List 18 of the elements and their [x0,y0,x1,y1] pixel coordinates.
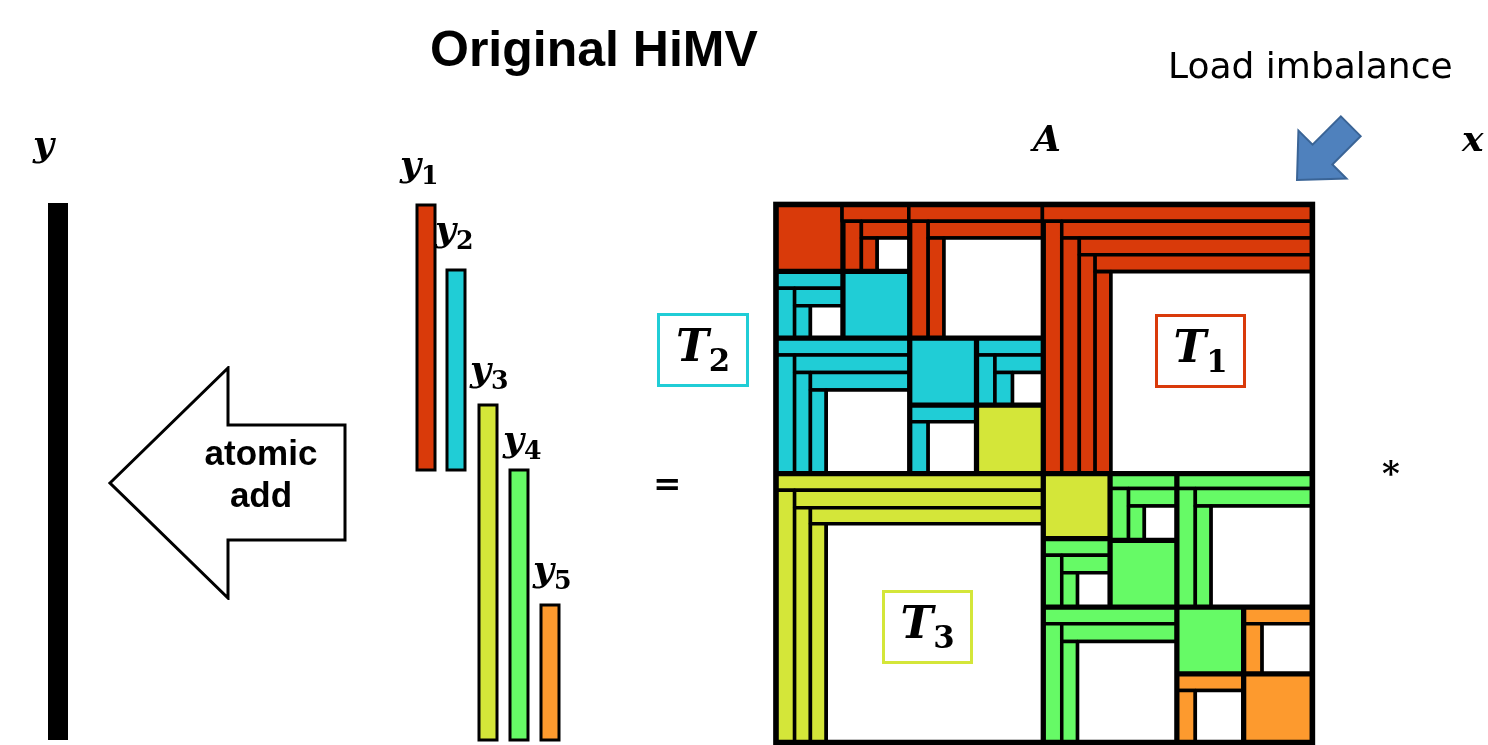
tile-label-box [1155,314,1246,388]
tile-label-box [657,313,749,387]
segment-label: y$_{4}$ [503,420,542,464]
arrow-text: atomic add [203,432,319,516]
tile-label-box [882,590,973,664]
equals-sign: = [653,466,682,500]
segment-label: y$_{5}$ [533,550,572,594]
tile-label: T$_{3}$ [900,601,955,653]
segment-label: y$_{2}$ [435,210,474,254]
tile-label: T$_{1}$ [1173,325,1228,377]
title: Original HiMV [430,22,758,77]
segment-label: y$_{3}$ [470,350,509,394]
block-arrow [108,366,348,600]
annotation-text: Load imbalance [1168,45,1453,86]
multiply-sign: * [1382,456,1400,490]
tile-label: T$_{2}$ [675,324,731,376]
vector-label: x [1462,120,1484,156]
segment-label: y$_{1}$ [400,145,439,189]
